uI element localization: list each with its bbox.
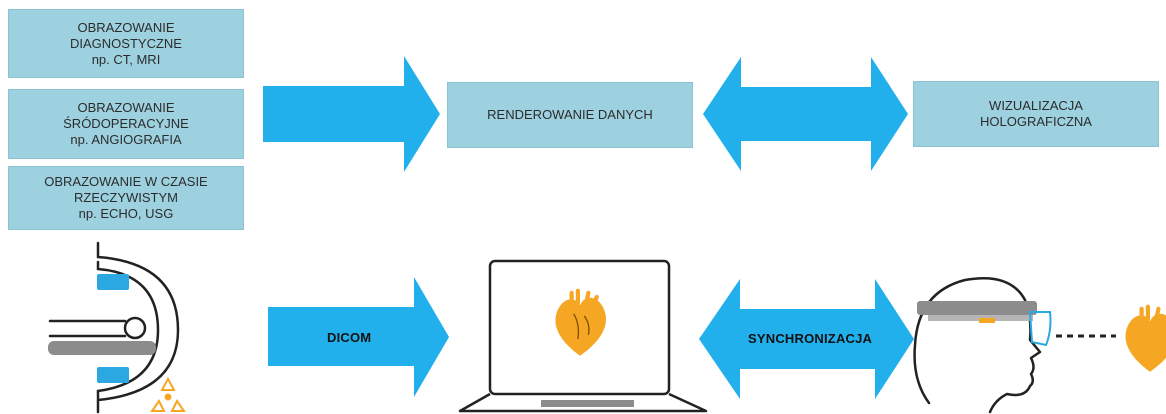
source-box-realtime: OBRAZOWANIE W CZASIE RZECZYWISTYM np. EC… (8, 166, 244, 230)
source-box-intraoperative: OBRAZOWANIE ŚRÓDOPERACYJNE np. ANGIOGRAF… (8, 89, 244, 159)
hologram-line: HOLOGRAFICZNA (980, 114, 1092, 129)
laptop-icon (458, 259, 708, 413)
source-line: np. CT, MRI (91, 51, 161, 67)
source-line: RZECZYWISTYM (74, 190, 178, 205)
source-line: OBRAZOWANIE W CZASIE (44, 174, 208, 189)
ct-scanner-icon (48, 241, 180, 414)
hologram-line: WIZUALIZACJA (989, 98, 1083, 113)
source-line: np. ECHO, USG (78, 206, 174, 221)
source-line: ŚRÓDOPERACYJNE (63, 116, 189, 131)
arrow-to-rendering (263, 56, 440, 172)
arrow-dicom (268, 277, 449, 397)
hologram-headset-icon (913, 276, 1052, 414)
source-line: OBRAZOWANIE (77, 19, 175, 35)
hologram-box: WIZUALIZACJA HOLOGRAFICZNA (913, 81, 1159, 147)
radiation-icon (150, 376, 186, 412)
dicom-label: DICOM (327, 330, 372, 345)
source-line: OBRAZOWANIE (77, 100, 175, 115)
rendering-box: RENDEROWANIE DANYCH (447, 82, 693, 148)
source-box-diagnostic: OBRAZOWANIE DIAGNOSTYCZNE np. CT, MRI (8, 9, 244, 78)
arrow-sync (699, 279, 914, 399)
heart-icon (1125, 304, 1166, 372)
sync-label: SYNCHRONIZACJA (748, 331, 873, 346)
heart-icon (555, 288, 606, 356)
source-line: DIAGNOSTYCZNE (70, 35, 182, 51)
source-line: np. ANGIOGRAFIA (70, 132, 182, 147)
arrow-rendering-hologram (703, 57, 908, 171)
rendering-label: RENDEROWANIE DANYCH (487, 107, 653, 122)
